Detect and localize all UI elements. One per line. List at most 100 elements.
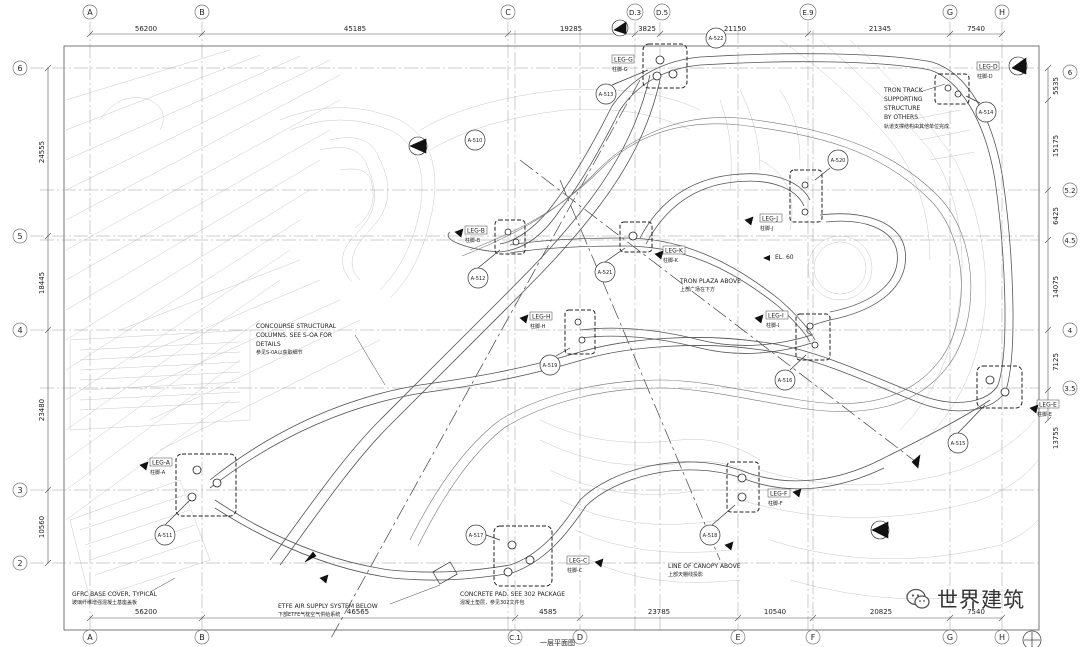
leg-sub-d: 柱脚-D [977,73,993,80]
dim-right-5: 7125 [1052,353,1060,371]
callout-a515: A-515 [951,441,966,447]
dimension-lines [44,30,1052,622]
dim-top-2: 45185 [344,25,366,33]
callout-a517: A-517 [469,533,484,539]
leg-label-d: LEG-D [979,64,998,71]
callout-a510: A-510 [468,138,483,144]
leg-label-b: LEG-B [467,228,485,235]
leg-label-i: LEG-I [768,313,784,320]
note-tron-plaza-cn: 上部广场在下方 [680,286,715,293]
grid-bubble-6-left: 6 [17,64,22,73]
leg-box-c [493,525,553,587]
grid-bubble-2-left: 2 [17,559,22,568]
callout-a514: A-514 [979,110,994,116]
note-concourse-1: CONCOURSE STRUCTURAL [256,323,337,330]
grid-bubbles-right: 6 5.2 4.5 4 3.5 [1062,64,1078,396]
leg-label-h: LEG-H [532,314,550,321]
note-tron-plaza: TRON PLAZA ABOVE [679,278,741,285]
inner-loop [409,117,972,547]
dim-right-4: 14075 [1052,276,1060,298]
callout-a520: A-520 [831,158,846,164]
canopy-lines [329,79,921,641]
leg-box-e [976,365,1023,409]
note-etfe: ETFE AIR SUPPLY SYSTEM BELOW [278,603,378,610]
note-concourse-3: DETAILS [256,341,281,348]
dim-top-6: 21345 [869,25,891,33]
grid-bubble-5-left: 5 [17,232,22,241]
grid-bubble-e9-top: E.9 [802,9,813,17]
leg-label-a: LEG-A [152,460,171,467]
callout-a519: A-519 [543,363,558,369]
north-arrow [1022,630,1042,647]
note-canopy: LINE OF CANOPY ABOVE [668,563,741,570]
grid-bubble-c1-bottom: C.1 [509,634,521,642]
dim-top-7: 7540 [967,25,985,33]
note-canopy-cn: 上部天棚线投影 [668,571,703,578]
leg-label-f: LEG-F [770,491,788,498]
note-elevation: EL. 60 [775,254,794,261]
note-concrete-pad-cn: 混凝土垫层，参见302文件包 [460,599,525,606]
dim-left-1: 24555 [38,141,46,163]
grid-bubble-h-top: H [999,8,1005,17]
note-tron-track-1: TRON TRACK [883,87,924,94]
grid-bubble-d5-top: D.5 [656,9,668,17]
dim-top-5: 21150 [724,25,746,33]
leg-sub-e: 柱脚-E [1037,411,1052,418]
grid-bubble-45-right: 4.5 [1064,237,1075,245]
leg-label-e: LEG-E [1039,402,1057,409]
leg-box-j [789,169,823,223]
watermark: 世界建筑 [905,584,1025,614]
leg-box-f [726,461,760,513]
leg-label-j: LEG-J [762,216,778,223]
dim-bottom-4: 23785 [648,608,670,616]
leg-box-g [642,43,688,89]
dim-top-3: 19285 [560,25,582,33]
dim-left-4: 10560 [38,516,46,538]
drawing-title-fragment: 一层平面图 [540,639,575,647]
leg-box-a [175,453,237,517]
callout-a522: A-522 [709,36,724,42]
dim-right-6: 13755 [1052,427,1060,449]
leg-box-i [795,313,831,361]
callout-a516: A-516 [778,378,793,384]
dim-top-4: 3825 [638,25,656,33]
dim-top-1: 56200 [135,25,157,33]
callout-a511: A-511 [158,533,173,539]
note-etfe-cn: 下部ETFE气枕空气供给系统 [278,611,340,618]
dim-bottom-2: 46565 [347,608,369,616]
leg-sub-i: 柱脚-I [766,322,779,329]
grid-bubble-6-right: 6 [1068,69,1073,77]
leg-sub-c: 柱脚-C [567,567,583,574]
grid-bubble-b-bottom: B [199,633,205,642]
grid-bubble-g-bottom: G [947,633,953,642]
dimension-text-left: 24555 18445 23480 10560 [38,141,46,538]
note-concourse-cn: 参见S-0A以获取细节 [256,349,303,356]
dim-bottom-3: 4585 [539,608,557,616]
note-gfrc: GFRC BASE COVER, TYPICAL [72,591,157,598]
grid-bubble-b-top: B [199,8,205,17]
leg-labels: LEG-A 柱脚-A LEG-B 柱脚-B LEG-C 柱脚-C LEG-D 柱… [149,54,1060,574]
leg-sub-k: 柱脚-K [663,257,679,264]
leg-sub-g: 柱脚-G [612,66,628,73]
dimension-text-right: 5535 15175 6425 14075 7125 13755 [1052,77,1060,449]
watermark-text: 世界建筑 [937,588,1025,612]
leg-label-k: LEG-K [665,248,684,255]
note-gfrc-cn: 玻璃纤维增强混凝土基座盖板 [72,599,137,606]
grid-bubble-f-bottom: F [811,633,816,642]
leg-sub-j: 柱脚-J [760,225,773,232]
section-cut-markers [139,19,1039,584]
leg-sub-h: 柱脚-H [530,323,546,330]
grid-bubble-4-left: 4 [17,326,22,335]
dim-left-3: 23480 [38,399,46,421]
leg-box-k [619,221,653,253]
leg-box-h [564,309,596,355]
leg-sub-a: 柱脚-A [150,469,166,476]
grid-bubble-g-top: G [947,8,953,17]
column-markers [187,55,1010,577]
dimension-text-bottom: 56200 46565 4585 23785 10540 20825 7540 [135,608,985,616]
grid-bubble-d-bottom: D [577,633,583,642]
callout-a518: A-518 [703,533,718,539]
note-tron-track-4: BY OTHERS [884,114,918,121]
drawing-border [63,45,1040,631]
